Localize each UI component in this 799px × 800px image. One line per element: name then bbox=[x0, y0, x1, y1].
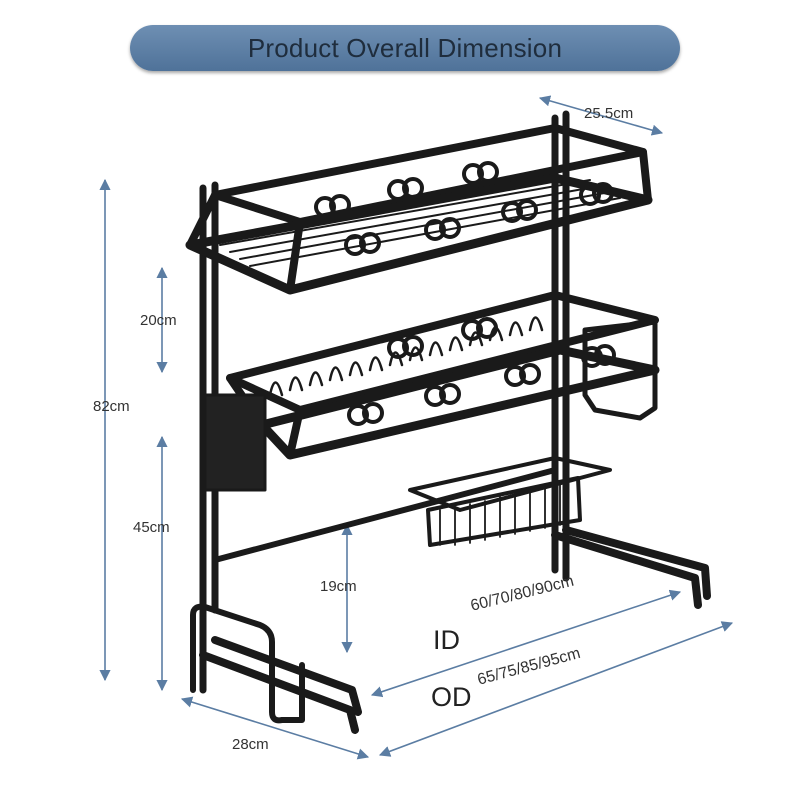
outer-width-prefix: OD bbox=[431, 682, 472, 712]
decorative-hooks bbox=[314, 161, 616, 426]
depth-top-arrow bbox=[538, 95, 664, 136]
depth-base-label: 28cm bbox=[232, 736, 269, 753]
outer-width-arrow bbox=[378, 621, 734, 757]
title-text: Product Overall Dimension bbox=[247, 32, 563, 63]
dish-slots bbox=[268, 316, 544, 397]
sink-basket-wires bbox=[439, 482, 561, 546]
lower-height-label: 45cm bbox=[133, 519, 170, 536]
dimension-arrows bbox=[99, 95, 734, 760]
height-total-label: 82cm bbox=[93, 398, 130, 415]
depth-top-label: 25.5cm bbox=[584, 105, 634, 122]
middle-shelf bbox=[226, 291, 660, 460]
depth-base-arrow bbox=[180, 696, 370, 760]
rack-base bbox=[199, 467, 711, 734]
cutting-board-holder bbox=[190, 603, 305, 724]
side-hook bbox=[582, 319, 658, 421]
sink-basket bbox=[408, 456, 612, 547]
inner-width-prefix: ID bbox=[433, 625, 460, 655]
tier-gap-label: 20cm bbox=[140, 312, 177, 329]
inner-width-arrow bbox=[370, 589, 682, 698]
title-banner: Product Overall Dimension bbox=[130, 25, 680, 71]
top-shelf bbox=[185, 124, 653, 295]
clearance-label: 19cm bbox=[320, 578, 357, 595]
utensil-holder bbox=[203, 393, 267, 492]
